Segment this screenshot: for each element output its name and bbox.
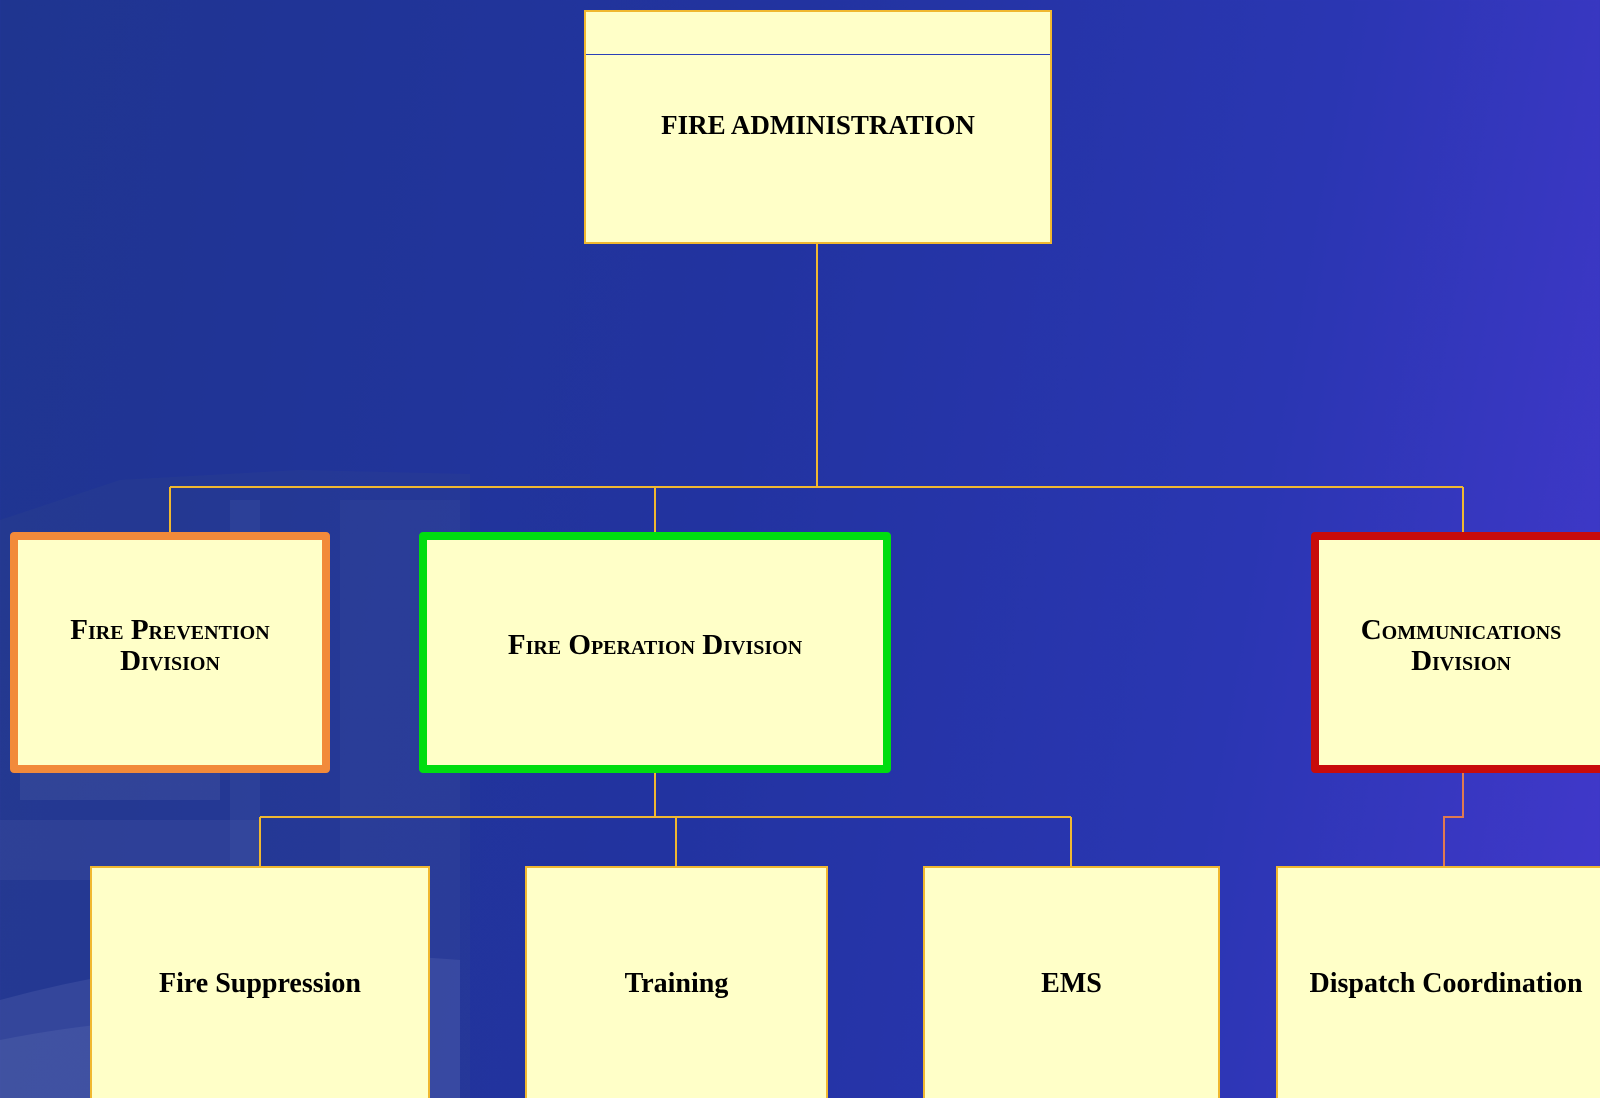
- org-box-fire-administration: FIRE ADMINISTRATION: [584, 10, 1052, 244]
- org-box-label: FIRE ADMINISTRATION: [661, 110, 975, 140]
- org-box-label-line2: Division: [1411, 644, 1511, 677]
- org-box-label: Fire Suppression: [158, 968, 361, 999]
- org-box-label-line2: Division: [120, 644, 220, 677]
- org-box-dispatch-coordination: Dispatch Coordination: [1276, 866, 1600, 1098]
- org-box-label: Training: [624, 968, 729, 999]
- org-box-communications-division: Communications Division: [1311, 532, 1600, 773]
- org-box-label: EMS: [1041, 968, 1102, 999]
- org-box-label-line1: Fire Prevention: [70, 613, 270, 646]
- org-box-label-line1: Fire Operation Division: [507, 629, 803, 661]
- org-box-label-line1: Communications: [1360, 613, 1562, 646]
- org-box-training: Training: [525, 866, 828, 1098]
- org-box-fire-prevention-division: Fire Prevention Division: [10, 532, 330, 773]
- connector-to-dispatch: [1443, 773, 1464, 866]
- org-box-label: Dispatch Coordination: [1309, 968, 1583, 999]
- title-divider-line: [586, 54, 1050, 55]
- org-box-fire-operation-division: Fire Operation Division: [419, 532, 891, 773]
- org-box-ems: EMS: [923, 866, 1220, 1098]
- org-box-fire-suppression: Fire Suppression: [90, 866, 430, 1098]
